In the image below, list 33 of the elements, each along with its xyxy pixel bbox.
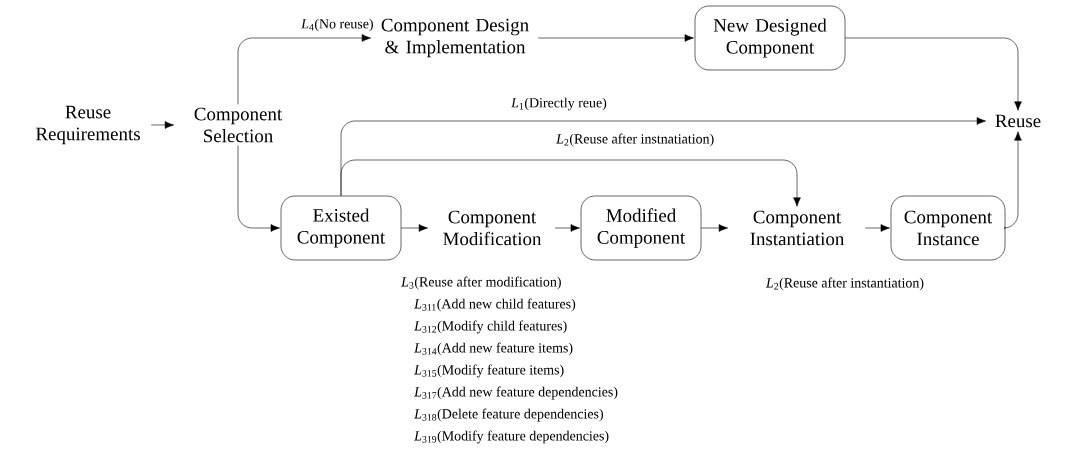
arrow: [701, 224, 728, 232]
process-box: Modified Component: [580, 195, 702, 261]
annotation-text: L$_{314}$(Add new feature items): [414, 342, 573, 356]
annotation-text: L$_{3}$(Reuse after modification): [401, 276, 561, 290]
annotation-text: L$_{318}$(Delete feature dependencies): [414, 408, 603, 422]
arrow: [237, 34, 371, 105]
annotation-text: L$_{319}$(Modify feature dependencies): [414, 430, 609, 444]
annotation-text: L$_{311}$(Add new child features): [414, 298, 576, 312]
arrow: [554, 224, 580, 232]
edge-label: L$_{1}$(Directly reue): [510, 96, 608, 112]
step-text: Reuse Requirements: [36, 105, 140, 145]
step-text: Component Selection: [194, 107, 283, 143]
note-text: L$_{2}$(Reuse after instantiation): [765, 277, 924, 291]
annotation-text: L$_{315}$(Modify feature items): [414, 364, 564, 378]
annotation-text: L$_{312}$(Modify child features): [414, 320, 567, 334]
arrow: [401, 224, 428, 232]
edge-label: L$_{4}$(No reuse): [300, 17, 375, 33]
step-text: Component Design & Implementation: [381, 18, 529, 58]
arrow: [150, 121, 174, 129]
annotation-text: L$_{317}$(Add new feature dependencies): [414, 386, 618, 400]
process-box: Component Instance: [890, 195, 1006, 261]
arrow: [340, 159, 801, 207]
arrow: [845, 37, 1022, 111]
step-text: Component Instantiation: [750, 210, 845, 246]
edge-label: L$_{2}$(Reuse after instnatiation): [555, 132, 716, 148]
arrow: [237, 145, 280, 232]
arrow: [864, 224, 890, 232]
step-text: Reuse: [995, 114, 1041, 128]
process-box: New Designed Component: [694, 5, 846, 71]
arrow: [1003, 131, 1022, 229]
step-text: Component Modification: [443, 210, 542, 246]
process-box: Existed Component: [280, 195, 402, 261]
arrow: [537, 34, 694, 42]
